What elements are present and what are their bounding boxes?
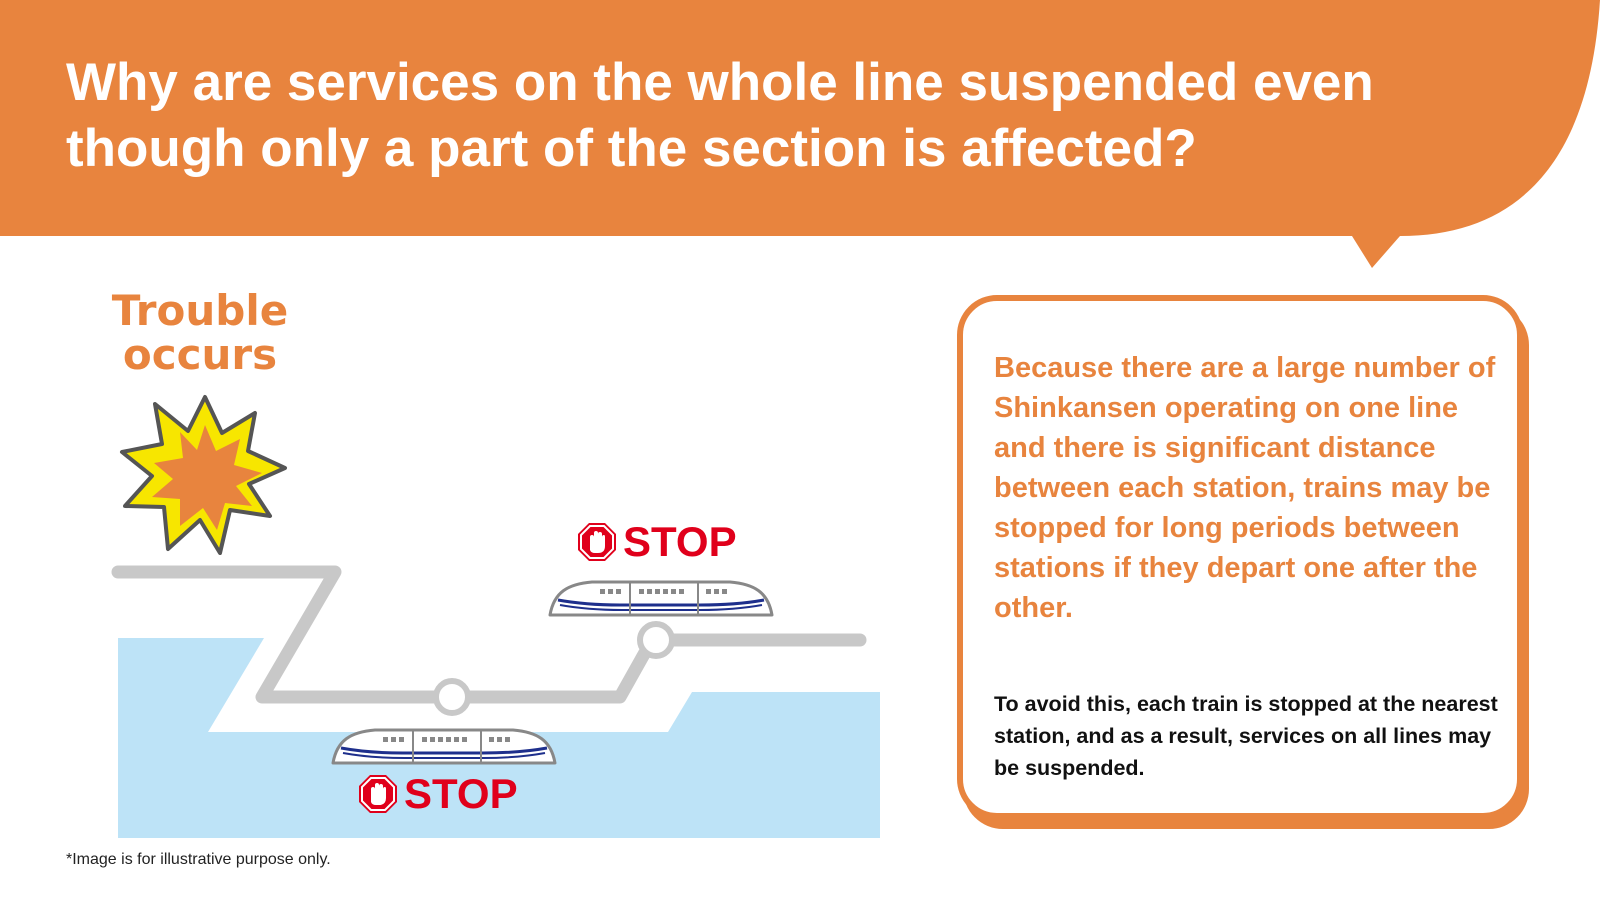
stop-text: STOP: [404, 770, 518, 817]
explanation-main-text: Because there are a large number of Shin…: [994, 352, 1496, 624]
trouble-occurs-label: Trouble occurs: [111, 286, 289, 379]
stop-text: STOP: [623, 518, 737, 565]
water-area-right: [785, 732, 880, 838]
explanation-sub-text: To avoid this, each train is stopped at …: [994, 692, 1498, 780]
explosion-icon: [120, 395, 287, 555]
explanation-box: [957, 295, 1523, 819]
line-diagram: [111, 395, 880, 838]
page-title: Why are services on the whole line suspe…: [66, 53, 1374, 178]
header-banner: [0, 0, 1600, 268]
station-node-icon: [433, 678, 471, 716]
stop-label-upper: STOP: [577, 520, 737, 564]
shinkansen-train-icon: [331, 728, 557, 765]
shinkansen-train-icon: [548, 580, 774, 617]
stop-hand-icon: [359, 775, 397, 813]
footnote: *Image is for illustrative purpose only.: [66, 851, 331, 868]
stop-label-lower: STOP: [358, 772, 518, 816]
station-node-icon: [637, 621, 675, 659]
stop-hand-icon: [578, 523, 616, 561]
